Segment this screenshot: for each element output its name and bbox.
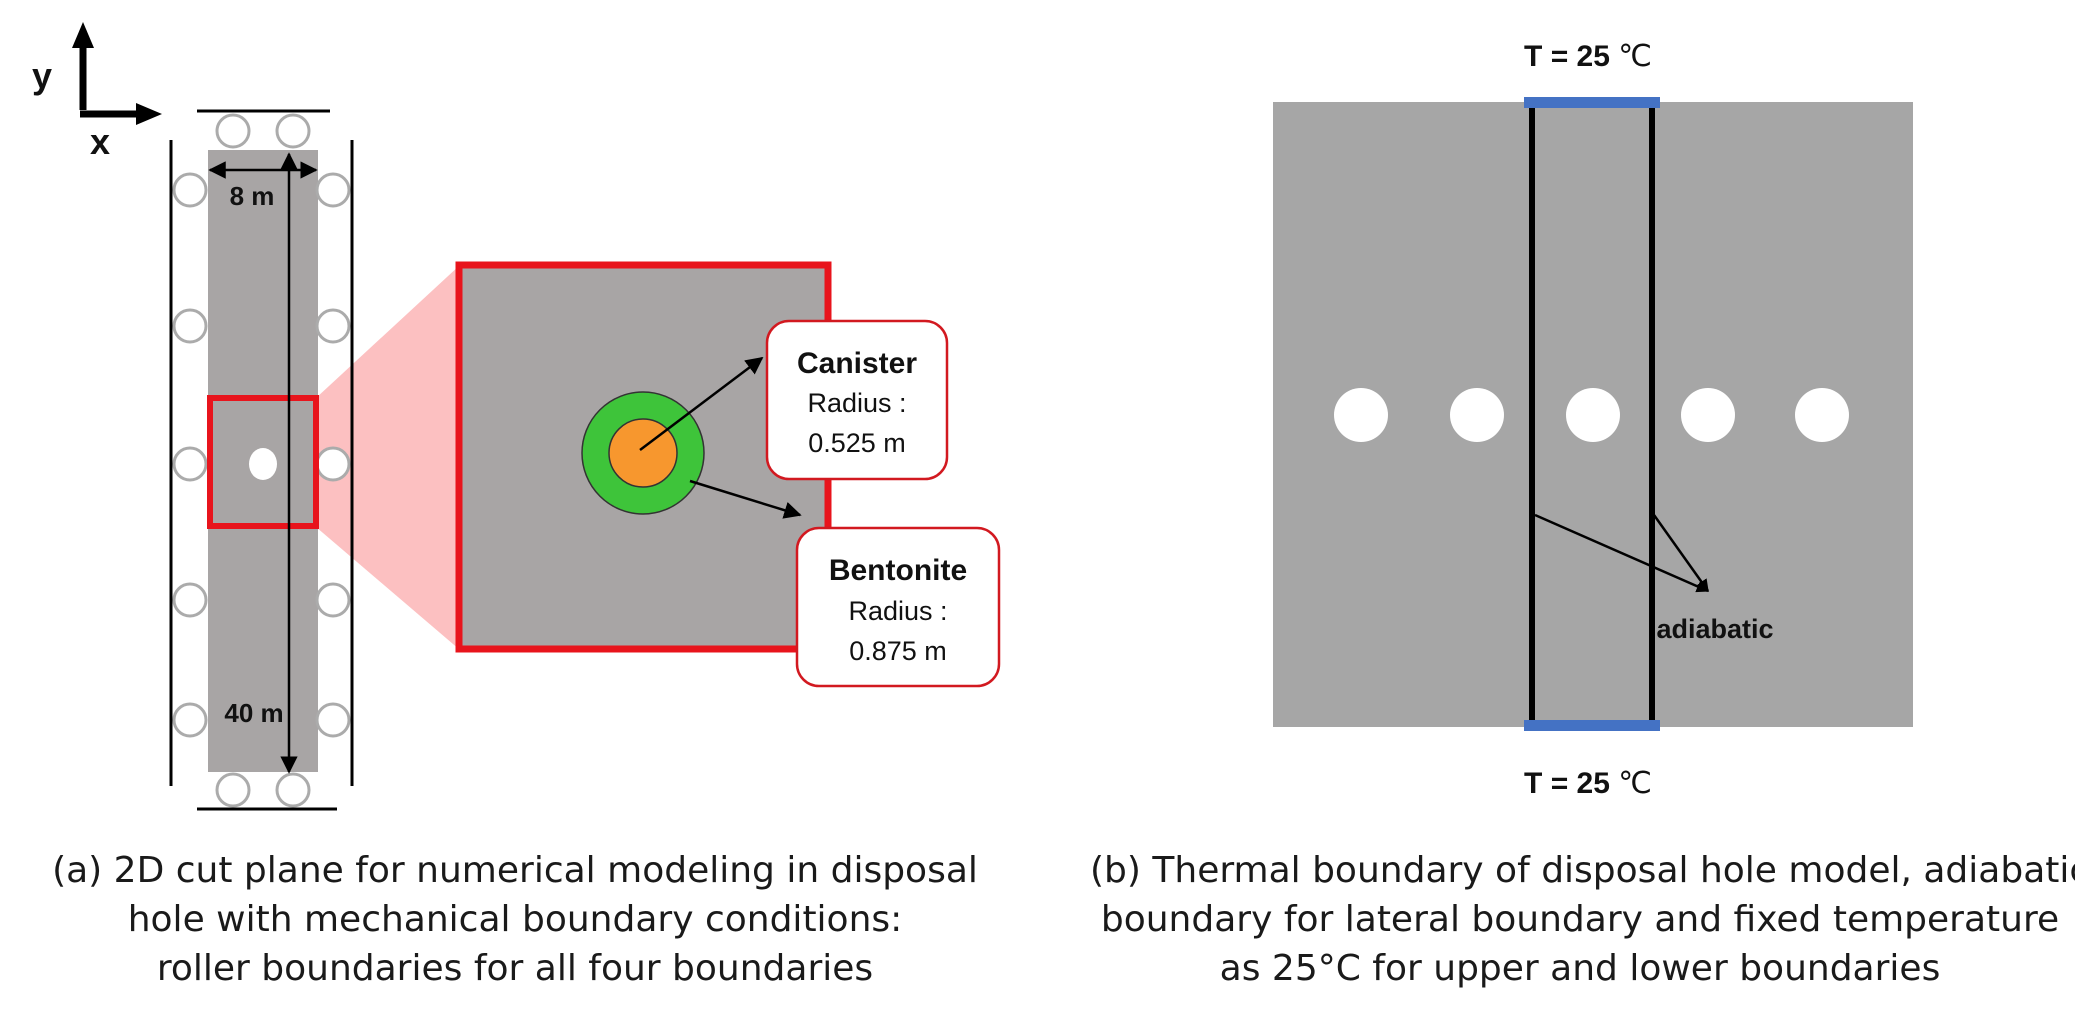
canister-radius-value: 0.525 m — [808, 428, 906, 458]
roller-icon — [172, 308, 208, 344]
canister-pointer-arrow — [639, 356, 764, 451]
roller-icon — [172, 446, 208, 482]
height-label: 40 m — [224, 698, 283, 728]
disposal-hole — [1681, 388, 1735, 442]
axis-indicator: y x — [32, 22, 162, 162]
roller-icon — [315, 582, 351, 618]
canister-radius-label: Radius : — [807, 388, 906, 418]
caption-line: (a) 2D cut plane for numerical modeling … — [52, 850, 978, 891]
disposal-hole — [1334, 388, 1388, 442]
x-axis-label: x — [90, 121, 110, 162]
adiabatic-label: adiabatic — [1656, 614, 1773, 644]
roller-icon — [315, 172, 351, 208]
canister-callout: Canister Radius : 0.525 m — [765, 319, 949, 481]
adiabatic-pointer-arrow — [1652, 514, 1710, 593]
bentonite-pointer-arrow — [689, 479, 802, 519]
y-axis-label: y — [32, 55, 52, 96]
roller-supports — [172, 113, 351, 808]
roller-icon — [315, 446, 351, 482]
bentonite-radius-value: 0.875 m — [849, 636, 947, 666]
x-axis-arrowhead — [136, 103, 162, 125]
roller-icon — [315, 702, 351, 738]
y-axis-arrowhead — [72, 22, 94, 48]
roller-icon — [275, 772, 311, 808]
callout-box — [795, 526, 1001, 688]
caption-line: boundary for lateral boundary and fixed … — [1100, 899, 2060, 940]
canister-title: Canister — [797, 347, 917, 380]
roller-icon — [315, 308, 351, 344]
disposal-hole — [249, 448, 277, 480]
bentonite-title: Bentonite — [829, 554, 967, 587]
bentonite-radius-label: Radius : — [848, 596, 947, 626]
caption-a: (a) 2D cut plane for numerical modeling … — [40, 846, 990, 993]
top-fixed-temperature-boundary — [1524, 97, 1660, 108]
panel-b: T = 25 ℃ adiabatic T = 25 ℃ — [1273, 40, 1913, 800]
disposal-hole — [1795, 388, 1849, 442]
caption-line: (b) Thermal boundary of disposal hole mo… — [1090, 850, 2075, 891]
roller-icon — [215, 772, 251, 808]
roller-icon — [172, 702, 208, 738]
adiabatic-pointer-arrow — [1534, 513, 1710, 593]
disposal-holes — [1334, 388, 1849, 442]
top-temperature-label: T = 25 ℃ — [1524, 40, 1652, 73]
caption-line: as 25°C for upper and lower boundaries — [1219, 948, 1941, 989]
callout-box — [765, 319, 949, 481]
roller-icon — [172, 172, 208, 208]
caption-b: (b) Thermal boundary of disposal hole mo… — [1090, 846, 2075, 993]
roller-icon — [172, 582, 208, 618]
disposal-hole — [1566, 388, 1620, 442]
caption-line: hole with mechanical boundary conditions… — [127, 899, 903, 940]
caption-line: roller boundaries for all four boundarie… — [156, 948, 874, 989]
bentonite-callout: Bentonite Radius : 0.875 m — [795, 526, 1001, 688]
bottom-temperature-label: T = 25 ℃ — [1524, 767, 1652, 800]
bottom-fixed-temperature-boundary — [1524, 720, 1660, 731]
roller-icon — [275, 113, 311, 149]
panel-a: y x — [32, 22, 1001, 811]
width-label: 8 m — [230, 181, 275, 211]
highlight-box — [207, 395, 319, 529]
roller-icon — [215, 113, 251, 149]
disposal-hole — [1450, 388, 1504, 442]
